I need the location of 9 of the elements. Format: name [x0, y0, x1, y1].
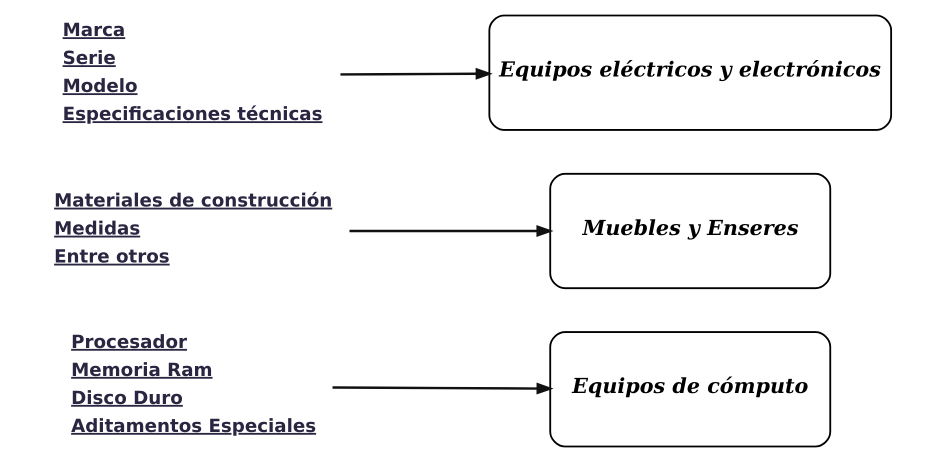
node-box: Equipos eléctricos y electrónicos [488, 14, 892, 131]
arrow [332, 382, 554, 394]
node-box: Muebles y Enseres [548, 172, 831, 290]
arrow [349, 225, 554, 237]
arrow [340, 68, 492, 80]
node-text: Materiales de construcción Medidas Entre otros [54, 190, 332, 268]
node-text: Marca Serie Modelo Especificaciones técnicas [62, 20, 322, 126]
node-box: Equipos de cómputo [548, 331, 831, 448]
node-text: Procesador Memoria Ram Disco Duro Aditamentos Especiales [70, 332, 316, 437]
